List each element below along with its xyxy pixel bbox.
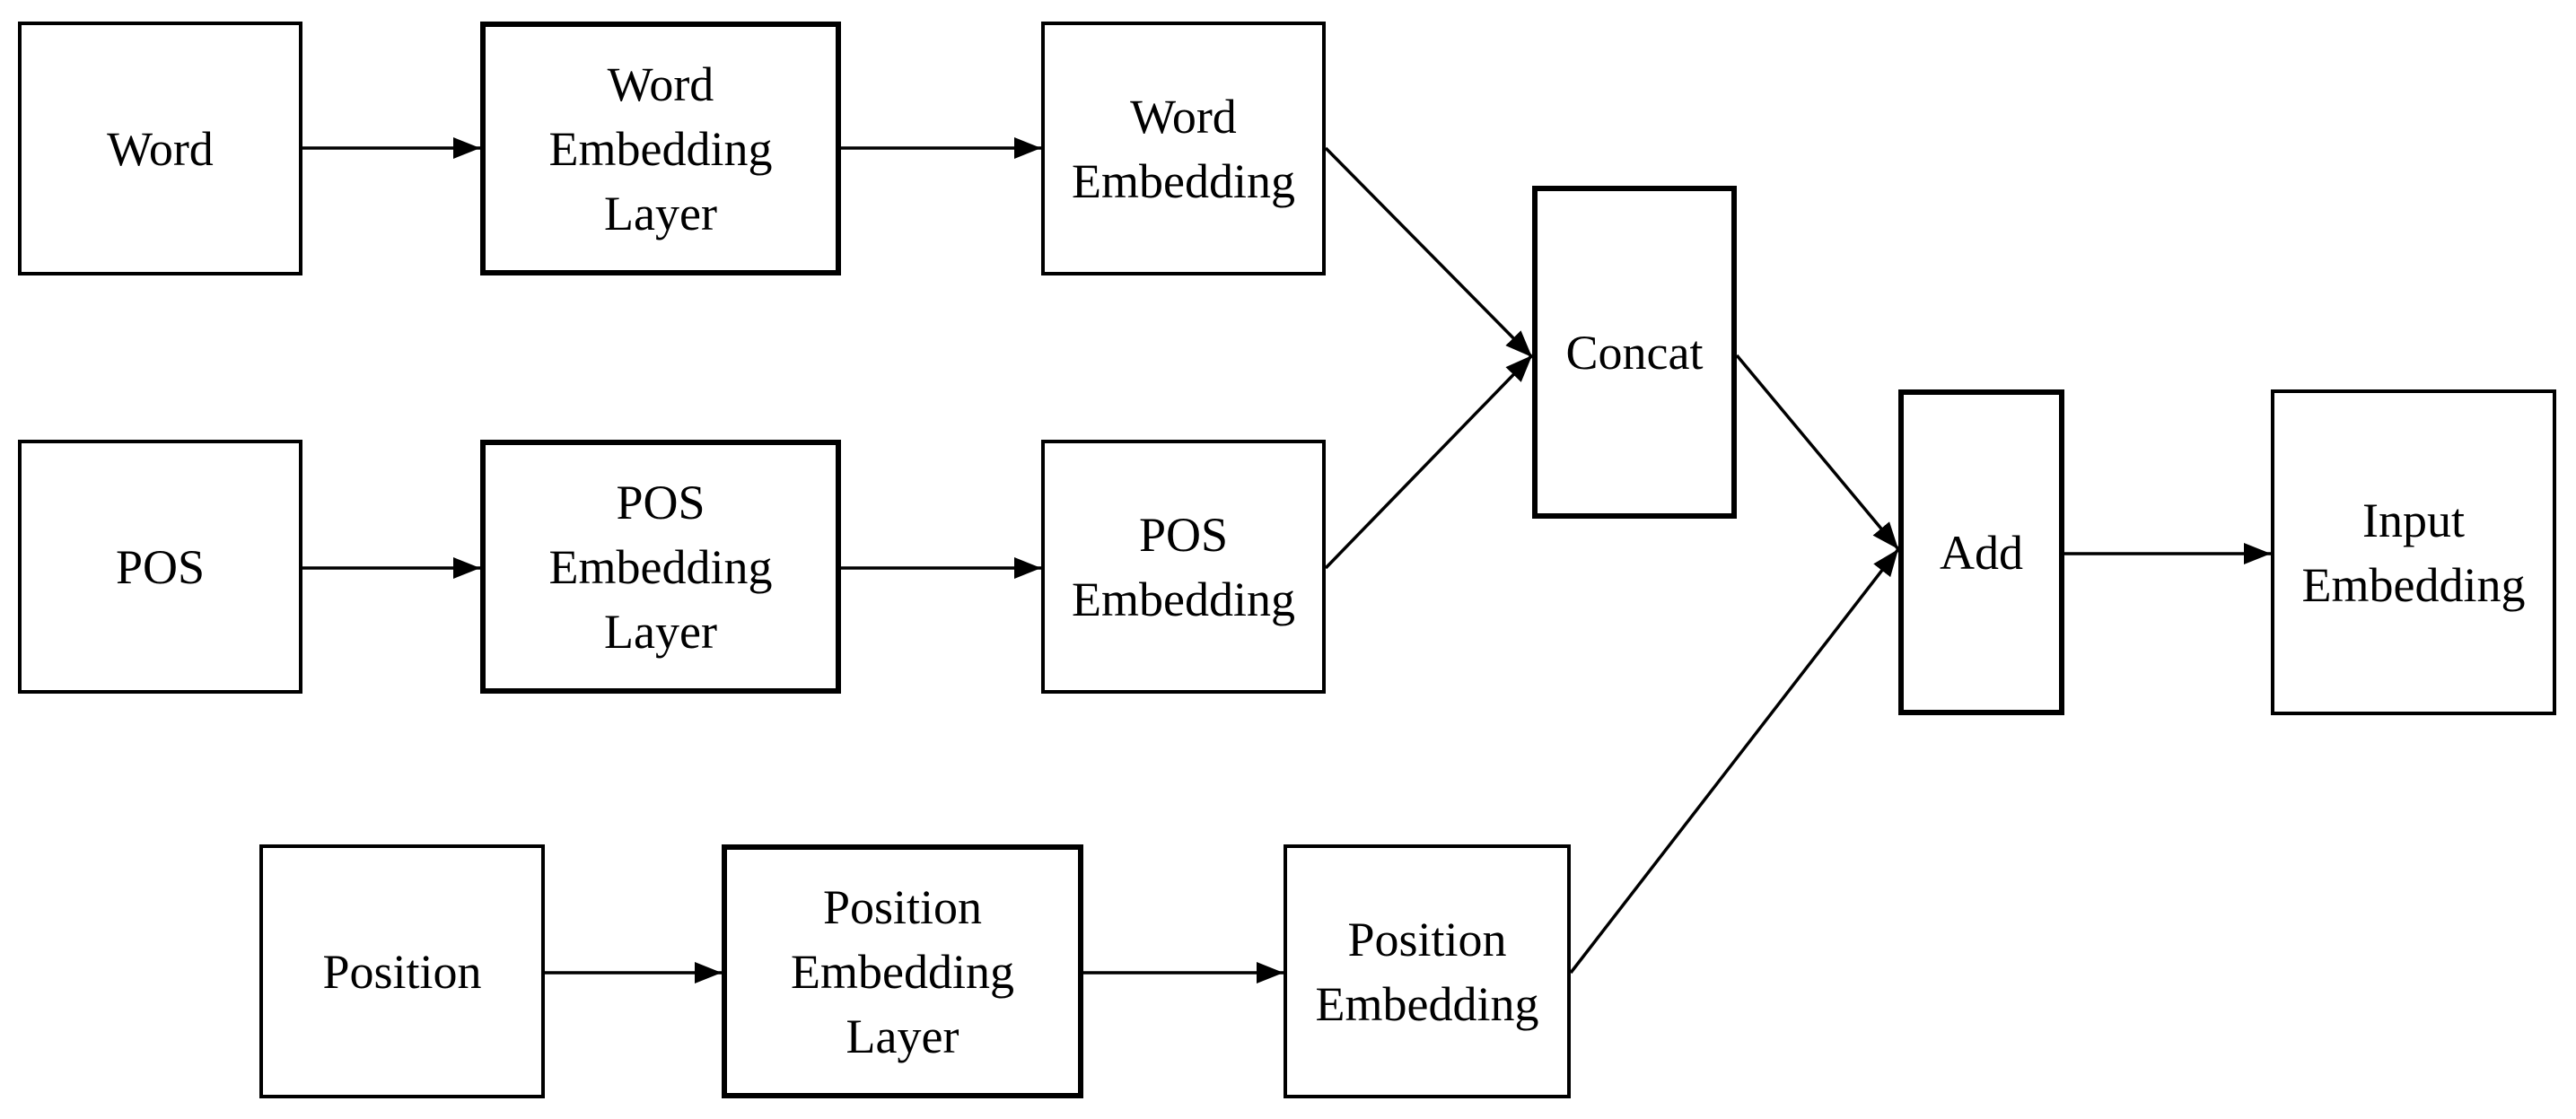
node-pos-embedding-label: POS Embedding: [1072, 507, 1295, 626]
edge-pos-embedding-to-concat: [1324, 354, 1534, 570]
node-position-embedding-label: Position Embedding: [1315, 912, 1539, 1031]
node-pos-embedding-layer-label: POS Embedding Layer: [548, 475, 773, 659]
node-pos-label: POS: [115, 539, 206, 594]
node-position-embedding-layer-label: Position Embedding Layer: [791, 879, 1014, 1063]
node-word-embedding-layer-label: Word Embedding Layer: [548, 57, 773, 240]
node-concat: Concat: [1532, 186, 1737, 519]
node-position-label: Position: [322, 944, 482, 999]
node-position: Position: [259, 844, 545, 1098]
node-pos-embedding-layer: POS Embedding Layer: [480, 440, 841, 694]
node-word-embedding: Word Embedding: [1041, 22, 1326, 275]
node-position-embedding-layer: Position Embedding Layer: [722, 844, 1083, 1098]
edge-word-embedding-to-concat: [1324, 146, 1534, 359]
node-add-label: Add: [1940, 525, 2023, 580]
node-input-embedding-label: Input Embedding: [2301, 493, 2526, 612]
node-concat-label: Concat: [1565, 325, 1704, 380]
node-word-label: Word: [107, 121, 214, 176]
node-word-embedding-label: Word Embedding: [1072, 89, 1295, 208]
node-input-embedding: Input Embedding: [2271, 389, 2556, 715]
edge-position-embedding-to-add: [1569, 547, 1900, 975]
node-word: Word: [18, 22, 302, 275]
node-position-embedding: Position Embedding: [1284, 844, 1571, 1098]
node-word-embedding-layer: Word Embedding Layer: [480, 22, 841, 275]
edge-concat-to-add: [1735, 354, 1900, 551]
node-pos: POS: [18, 440, 302, 694]
node-pos-embedding: POS Embedding: [1041, 440, 1326, 694]
node-add: Add: [1898, 389, 2064, 715]
